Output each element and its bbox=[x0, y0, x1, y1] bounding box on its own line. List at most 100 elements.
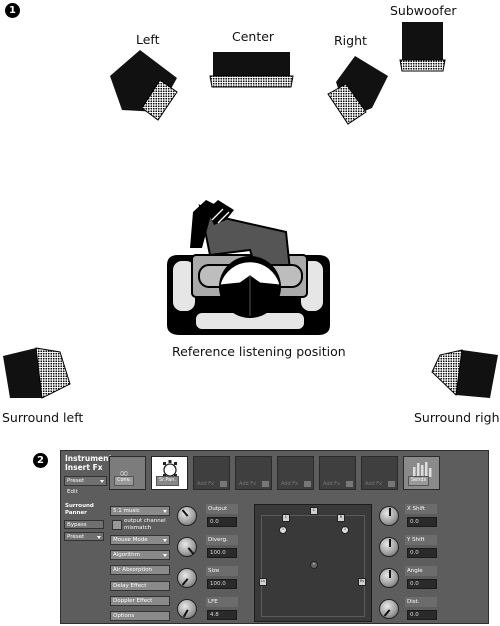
surround-panner-plugin-panel: Instrument Insert Fx Preset Edit ∞ Conv.… bbox=[60, 450, 489, 624]
chevron-down-icon bbox=[97, 535, 101, 539]
right-speaker-icon bbox=[327, 56, 388, 125]
divergence-knob[interactable] bbox=[177, 537, 197, 557]
fx-slot-label: Add Fx bbox=[323, 481, 341, 487]
surround-pan-pad[interactable]: C L R 1 2 + Ls Rs bbox=[254, 504, 372, 622]
y-shift-label: Y Shift bbox=[405, 535, 437, 545]
format-value: 5.1 music bbox=[113, 508, 140, 514]
fx-slot-label: Sends bbox=[408, 476, 430, 486]
chevron-down-icon bbox=[163, 509, 167, 513]
output-mismatch-line-2: mismatch bbox=[124, 524, 152, 531]
size-value[interactable]: 100.0 bbox=[207, 579, 237, 589]
distance-value[interactable]: 0.0 bbox=[407, 610, 437, 620]
chevron-down-icon bbox=[163, 538, 167, 542]
output-mismatch-line-1: output channel bbox=[124, 518, 166, 524]
algorithm-dropdown[interactable]: Algorithm bbox=[110, 550, 170, 560]
fx-slot-label: Conv. bbox=[114, 476, 134, 486]
center-speaker-icon bbox=[209, 52, 294, 88]
sends-bars-icon bbox=[413, 462, 432, 477]
fx-slot-label: Add Fx bbox=[197, 481, 215, 487]
sidebar-preset-dropdown[interactable]: Preset bbox=[64, 532, 104, 541]
x-shift-label: X Shift bbox=[405, 504, 437, 514]
pad-channel-left-surround: Ls bbox=[259, 578, 267, 586]
listener-caption: Reference listening position bbox=[172, 344, 346, 359]
figure-2-badge: 2 bbox=[33, 453, 48, 468]
fx-slot-label: Add Fx bbox=[239, 481, 257, 487]
slot-menu-icon[interactable] bbox=[262, 481, 269, 487]
distance-label: Dist. bbox=[405, 597, 437, 607]
slot-menu-icon[interactable] bbox=[304, 481, 311, 487]
fx-slot-surround-panner[interactable]: Sr.Pan. bbox=[151, 456, 188, 490]
delay-effect-button[interactable]: Delay Effect bbox=[110, 581, 170, 591]
panel-title-line-1: Instrument bbox=[65, 454, 113, 463]
air-absorption-button[interactable]: Air Absorption bbox=[110, 565, 170, 575]
mouse-mode-label: Mouse Mode bbox=[113, 537, 148, 543]
y-shift-knob[interactable] bbox=[379, 537, 399, 557]
fx-slot-empty-5[interactable]: Add Fx bbox=[361, 456, 398, 490]
divergence-label: Diverg. bbox=[206, 535, 238, 545]
listening-layout-illustration bbox=[3, 22, 498, 399]
divergence-value[interactable]: 100.0 bbox=[207, 548, 237, 558]
listener-on-couch-illustration bbox=[167, 200, 330, 335]
y-shift-value[interactable]: 0.0 bbox=[407, 548, 437, 558]
figure-1-badge: 1 bbox=[5, 3, 20, 18]
right-speaker-label: Right bbox=[334, 33, 367, 48]
output-mismatch-checkbox[interactable] bbox=[112, 520, 122, 530]
angle-label: Angle bbox=[405, 566, 437, 576]
x-shift-value[interactable]: 0.0 bbox=[407, 517, 437, 527]
pad-channel-center: C bbox=[310, 507, 318, 515]
left-speaker-label: Left bbox=[136, 32, 160, 47]
fx-slot-label: Add Fx bbox=[365, 481, 383, 487]
slot-menu-icon[interactable] bbox=[220, 481, 227, 487]
pad-channel-left: L bbox=[282, 514, 290, 522]
fx-slot-empty-2[interactable]: Add Fx bbox=[235, 456, 272, 490]
pad-source-1[interactable]: 1 bbox=[279, 526, 287, 534]
chevron-down-icon bbox=[163, 553, 167, 557]
lfe-knob[interactable] bbox=[177, 599, 197, 619]
infinity-icon: ∞ bbox=[119, 466, 129, 480]
format-dropdown[interactable]: 5.1 music bbox=[110, 506, 170, 516]
slot-menu-icon[interactable] bbox=[388, 481, 395, 487]
subwoofer-icon bbox=[399, 22, 446, 72]
output-knob[interactable] bbox=[177, 506, 197, 526]
surround-right-label: Surround right bbox=[414, 410, 500, 425]
panel-title: Instrument Insert Fx bbox=[65, 454, 113, 472]
angle-value[interactable]: 0.0 bbox=[407, 579, 437, 589]
lfe-label: LFE bbox=[206, 597, 238, 607]
sidebar-title-line-1: Surround bbox=[65, 503, 94, 509]
panel-title-line-2: Insert Fx bbox=[65, 462, 103, 472]
pad-channel-right: R bbox=[337, 514, 345, 522]
subwoofer-label: Subwoofer bbox=[390, 3, 457, 18]
chevron-down-icon bbox=[100, 479, 104, 483]
tab-edit[interactable]: Edit bbox=[67, 489, 78, 495]
fx-slot-sends[interactable]: Sends bbox=[403, 456, 440, 490]
pad-center-marker[interactable]: + bbox=[310, 561, 318, 569]
algorithm-label: Algorithm bbox=[113, 552, 140, 558]
fx-slot-empty-4[interactable]: Add Fx bbox=[319, 456, 356, 490]
distance-knob[interactable] bbox=[379, 599, 399, 619]
bypass-button[interactable]: Bypass bbox=[64, 520, 104, 529]
doppler-effect-button[interactable]: Doppler Effect bbox=[110, 596, 170, 606]
x-shift-knob[interactable] bbox=[379, 506, 399, 526]
slot-menu-icon[interactable] bbox=[346, 481, 353, 487]
pad-source-2[interactable]: 2 bbox=[341, 526, 349, 534]
surround-left-label: Surround left bbox=[2, 410, 84, 425]
size-label: Size bbox=[206, 566, 238, 576]
fx-slot-convolution[interactable]: ∞ Conv. bbox=[109, 456, 146, 490]
center-speaker-label: Center bbox=[232, 29, 275, 44]
sidebar-preset-label: Preset bbox=[67, 534, 85, 540]
angle-knob[interactable] bbox=[379, 568, 399, 588]
fx-slot-empty-1[interactable]: Add Fx bbox=[193, 456, 230, 490]
mouse-mode-dropdown[interactable]: Mouse Mode bbox=[110, 535, 170, 545]
fx-slot-label: Add Fx bbox=[281, 481, 299, 487]
options-button[interactable]: Options bbox=[110, 611, 170, 621]
size-knob[interactable] bbox=[177, 568, 197, 588]
surround-right-speaker-icon bbox=[431, 349, 498, 398]
lfe-value[interactable]: 4.8 bbox=[207, 610, 237, 620]
surround-left-speaker-icon bbox=[3, 347, 71, 399]
header-preset-dropdown[interactable]: Preset bbox=[64, 476, 107, 486]
pad-grid bbox=[261, 515, 365, 617]
fx-slot-empty-3[interactable]: Add Fx bbox=[277, 456, 314, 490]
output-label: Output bbox=[206, 504, 238, 514]
pad-channel-right-surround: Rs bbox=[358, 578, 366, 586]
output-value[interactable]: 0.0 bbox=[207, 517, 237, 527]
